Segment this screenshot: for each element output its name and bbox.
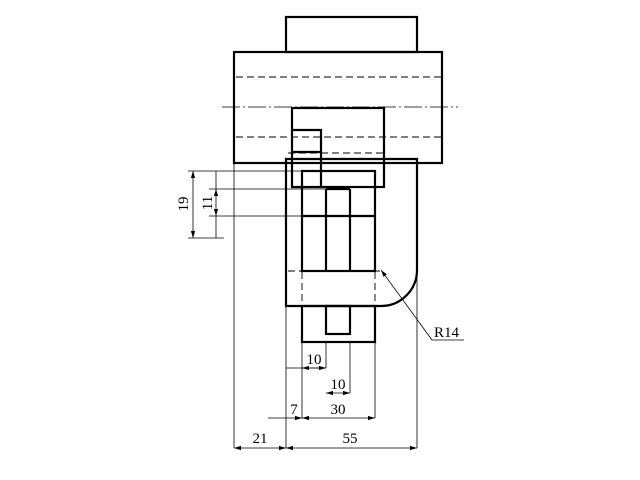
main-block: [232, 50, 444, 165]
dim-r14: R14: [434, 325, 460, 341]
bottom-pin: [324, 304, 352, 336]
dim-11: 11: [200, 196, 216, 210]
bottom-stem: [300, 304, 377, 344]
dim-19: 19: [176, 197, 192, 212]
dim-10-lower: 10: [331, 377, 346, 393]
slider-outer: [290, 106, 386, 189]
fork-outline: [284, 157, 419, 308]
dim-10-upper: 10: [307, 352, 322, 368]
lower-fork: [284, 152, 419, 344]
dim-55: 55: [343, 431, 358, 447]
top-body: [222, 15, 458, 165]
dim-21: 21: [253, 431, 268, 447]
dimensions: 19 11 10 10 7 30 21 55 R14: [176, 163, 464, 451]
dim-30: 30: [331, 402, 346, 418]
top-boss: [284, 15, 419, 54]
slider-notch: [292, 128, 323, 187]
slider-block: [290, 106, 386, 189]
dim-7: 7: [290, 402, 298, 418]
